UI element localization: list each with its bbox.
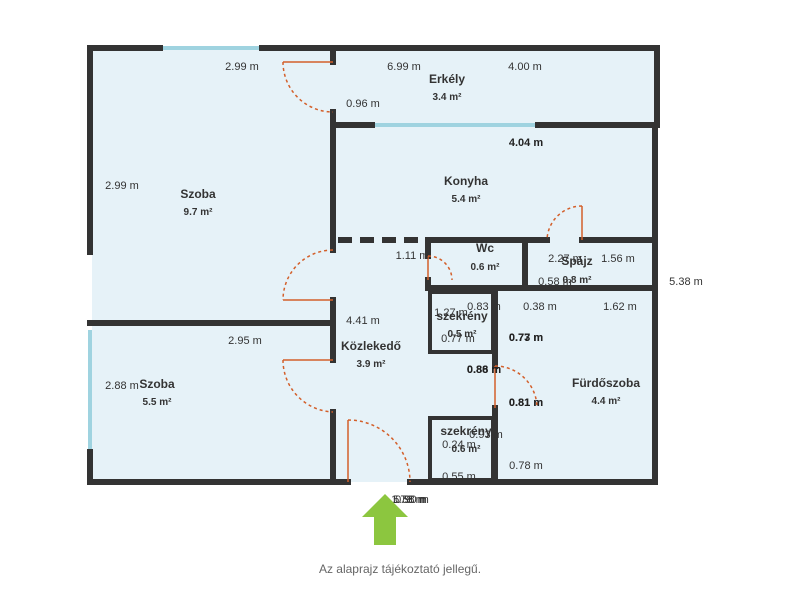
floor-spajz xyxy=(525,240,655,288)
windows xyxy=(88,46,538,450)
room-area-kozlekedo: 3.9 m² xyxy=(357,359,387,370)
room-name-szoba-big: Szoba xyxy=(180,187,216,201)
dim-label: 1.62 m xyxy=(603,301,637,313)
dim-label: 0.81 m xyxy=(509,397,543,409)
room-area-szekreny-1: 0.5 m² xyxy=(448,329,478,340)
dim-label: 1.78 m xyxy=(391,494,425,506)
door-wc xyxy=(427,255,453,281)
walls xyxy=(87,45,660,485)
room-area-furdoszoba: 4.4 m² xyxy=(592,396,622,407)
dim-label: 6.99 m xyxy=(387,61,421,73)
room-name-szekreny-2: szekrény xyxy=(440,424,492,438)
dim-label: 0.86 m xyxy=(467,364,501,376)
room-area-szoba-big: 9.7 m² xyxy=(184,207,214,218)
room-name-konyha: Konyha xyxy=(444,174,488,188)
room-name-szoba-small: Szoba xyxy=(139,377,175,391)
room-area-szoba-small: 5.5 m² xyxy=(143,397,173,408)
plan-disclaimer: Az alaprajz tájékoztató jellegű. xyxy=(318,562,482,576)
dim-label: 0.81 m xyxy=(509,397,543,409)
door-furdoszoba xyxy=(494,365,538,409)
dimension-labels: 2.99 m 6.99 m 4.00 m 0.96 m 4.04 m 2.99 … xyxy=(105,61,703,506)
floor-kozlekedo-mid xyxy=(428,354,495,416)
floor-szekreny1 xyxy=(428,288,495,354)
dim-label: 1.11 m xyxy=(396,250,429,262)
dim-label: 2.99 m xyxy=(105,180,139,192)
door-spajz xyxy=(546,205,583,241)
floor-szekreny2 xyxy=(428,416,495,482)
room-area-spajz: 0.8 m² xyxy=(563,275,593,286)
room-name-furdoszoba: Fürdőszoba xyxy=(572,376,640,390)
room-labels: Szoba 9.7 m² Erkély 3.4 m² Konyha 5.4 m²… xyxy=(139,72,640,455)
floor-fills xyxy=(92,49,657,482)
dim-label: 0.77 m xyxy=(509,332,543,344)
dim-label: 0.88 m xyxy=(467,364,501,376)
room-name-erkely: Erkély xyxy=(429,72,465,86)
floor-kozlekedo xyxy=(333,240,428,482)
room-name-szekreny-1: szekrény xyxy=(436,309,488,323)
dim-label: 5.38 m xyxy=(669,276,703,288)
dim-label: 5.58 m xyxy=(393,494,427,506)
entrance-arrow-icon xyxy=(362,494,408,545)
closet-2-outline xyxy=(428,416,495,482)
dim-label: 2.99 m xyxy=(225,61,259,73)
room-area-wc: 0.6 m² xyxy=(471,262,501,273)
dim-label: 2.27 m xyxy=(548,253,582,265)
floor-szoba-small xyxy=(92,323,333,482)
room-name-kozlekedo: Közlekedő xyxy=(341,339,401,353)
room-area-szekreny-2: 0.6 m² xyxy=(452,444,482,455)
dim-label: 0.96 m xyxy=(346,98,380,110)
dim-label: 0.90 m xyxy=(395,494,429,506)
dim-label: 1.27 m xyxy=(434,307,468,319)
closet-1-outline xyxy=(428,290,495,354)
dim-label: 4.41 m xyxy=(346,315,380,327)
dim-label: 1.56 m xyxy=(601,253,635,265)
dim-label: 0.78 m xyxy=(509,460,543,472)
closet-walls xyxy=(428,290,495,482)
floor-furdoszoba xyxy=(495,288,655,482)
dim-label: 0.58 m xyxy=(538,276,572,288)
dim-label: 4.00 m xyxy=(508,61,542,73)
door-szoba-big-hall xyxy=(282,249,334,301)
dim-label: 0.93 m xyxy=(469,429,503,441)
floor-konyha xyxy=(333,125,655,240)
dim-label: 0.38 m xyxy=(523,301,557,313)
room-area-konyha: 5.4 m² xyxy=(452,194,482,205)
door-szoba-big xyxy=(282,61,334,113)
dim-label: 0.83 m xyxy=(467,301,501,313)
dim-label: 4.04 m xyxy=(509,137,543,149)
floor-szoba-big xyxy=(92,49,333,323)
doors xyxy=(282,61,583,483)
dim-label: 0.24 m xyxy=(442,439,476,451)
floor-wc xyxy=(428,240,525,288)
dim-label: 0.73 m xyxy=(509,332,543,344)
door-entrance xyxy=(347,419,411,483)
room-name-spajz: Spájz xyxy=(561,254,592,268)
room-area-erkely: 3.4 m² xyxy=(433,92,463,103)
room-name-wc: Wc xyxy=(476,241,494,255)
dim-label: 2.95 m xyxy=(228,335,262,347)
dim-label: 2.88 m xyxy=(105,380,139,392)
door-szoba-small xyxy=(282,359,334,413)
dim-label: 0.55 m xyxy=(442,471,476,483)
dim-label: 0.77 m xyxy=(441,333,475,345)
floor-erkely xyxy=(333,49,657,125)
